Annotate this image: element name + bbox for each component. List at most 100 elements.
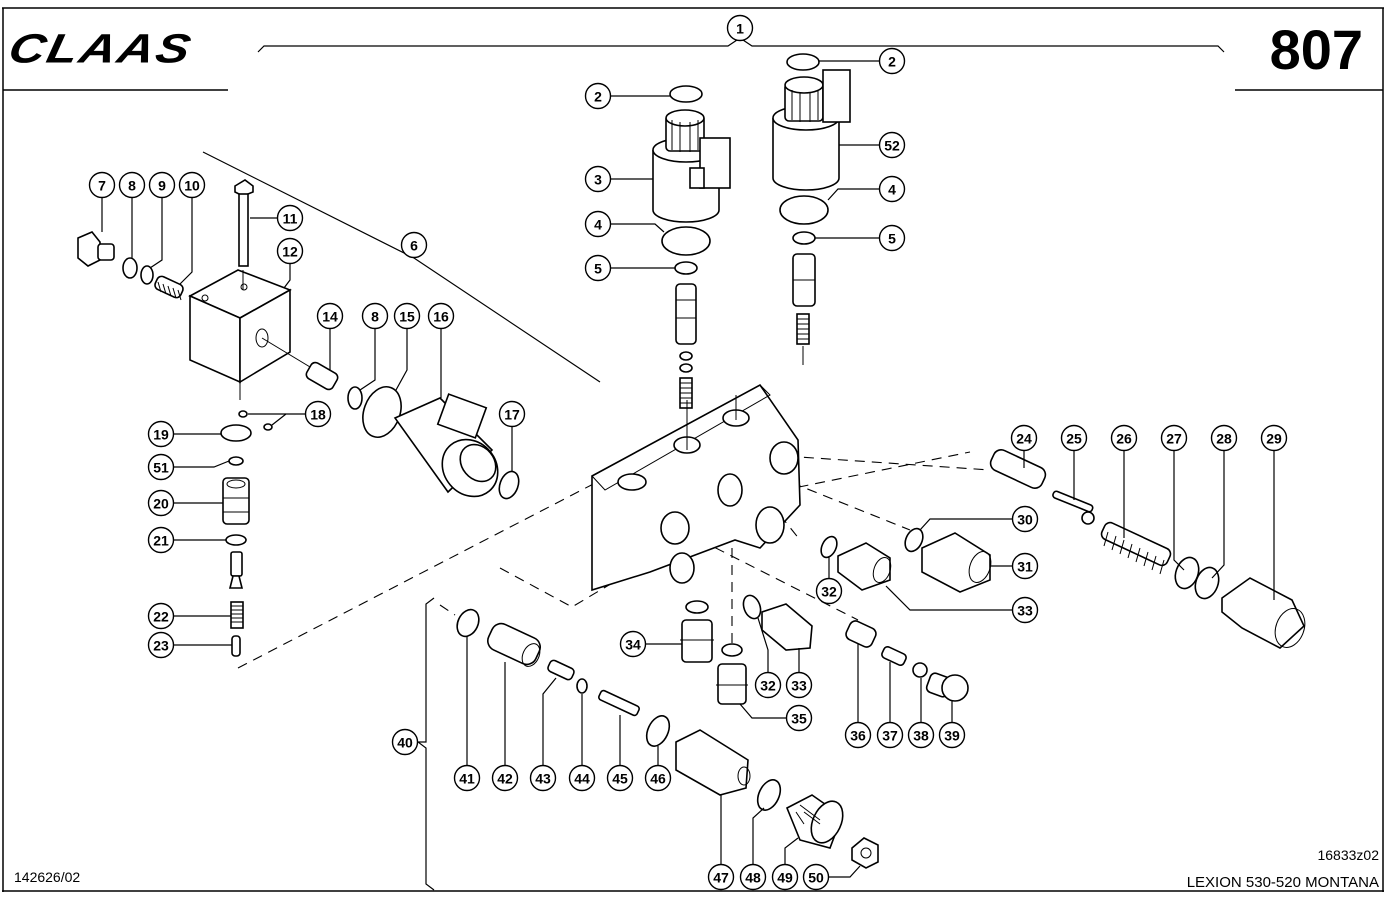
callout-43[interactable]: 43 bbox=[529, 764, 557, 792]
bolt-11 bbox=[234, 179, 254, 290]
callout-32[interactable]: 32 bbox=[815, 577, 843, 605]
callout-circle bbox=[815, 577, 843, 605]
callout-label: 14 bbox=[322, 309, 338, 325]
callout-label: 32 bbox=[821, 584, 837, 600]
callout-circle bbox=[1110, 424, 1138, 452]
callout-30[interactable]: 30 bbox=[1011, 505, 1039, 533]
callout-33[interactable]: 33 bbox=[785, 671, 813, 699]
callout-28[interactable]: 28 bbox=[1210, 424, 1238, 452]
callout-32[interactable]: 32 bbox=[754, 671, 782, 699]
callout-14[interactable]: 14 bbox=[316, 302, 344, 330]
callout-circle bbox=[391, 728, 419, 756]
main-valve-block bbox=[591, 383, 801, 592]
callout-label: 9 bbox=[158, 178, 166, 194]
callout-5[interactable]: 5 bbox=[584, 254, 612, 282]
callout-45[interactable]: 45 bbox=[606, 764, 634, 792]
callout-20[interactable]: 20 bbox=[147, 489, 175, 517]
callout-circle bbox=[771, 863, 799, 891]
seal-ring-34 bbox=[685, 600, 709, 614]
callout-9[interactable]: 9 bbox=[148, 171, 176, 199]
callout-3[interactable]: 3 bbox=[584, 165, 612, 193]
callout-circle bbox=[393, 302, 421, 330]
callout-6[interactable]: 6 bbox=[400, 231, 428, 259]
callout-12[interactable]: 12 bbox=[276, 237, 304, 265]
callout-circle bbox=[147, 526, 175, 554]
seal-ring-21 bbox=[225, 534, 247, 546]
callout-47[interactable]: 47 bbox=[707, 863, 735, 891]
nut-50 bbox=[851, 837, 879, 869]
callout-1[interactable]: 1 bbox=[726, 14, 754, 42]
callout-label: 27 bbox=[1166, 431, 1182, 447]
leader-lines bbox=[101, 60, 1275, 878]
callout-2[interactable]: 2 bbox=[584, 82, 612, 110]
callout-29[interactable]: 29 bbox=[1260, 424, 1288, 452]
callout-circle bbox=[802, 863, 830, 891]
callout-circle bbox=[878, 131, 906, 159]
callout-50[interactable]: 50 bbox=[802, 863, 830, 891]
callout-51[interactable]: 51 bbox=[147, 453, 175, 481]
callout-4[interactable]: 4 bbox=[584, 210, 612, 238]
callout-25[interactable]: 25 bbox=[1060, 424, 1088, 452]
callout-19[interactable]: 19 bbox=[147, 420, 175, 448]
callout-10[interactable]: 10 bbox=[178, 171, 206, 199]
callout-48[interactable]: 48 bbox=[739, 863, 767, 891]
callout-17[interactable]: 17 bbox=[498, 400, 526, 428]
callout-31[interactable]: 31 bbox=[1011, 552, 1039, 580]
callout-52[interactable]: 52 bbox=[878, 131, 906, 159]
callout-circle bbox=[584, 82, 612, 110]
callout-35[interactable]: 35 bbox=[785, 704, 813, 732]
callout-11[interactable]: 11 bbox=[276, 204, 304, 232]
callout-15[interactable]: 15 bbox=[393, 302, 421, 330]
callout-36[interactable]: 36 bbox=[844, 721, 872, 749]
callout-40[interactable]: 40 bbox=[391, 728, 419, 756]
callout-16[interactable]: 16 bbox=[427, 302, 455, 330]
callout-46[interactable]: 46 bbox=[644, 764, 672, 792]
callout-38[interactable]: 38 bbox=[907, 721, 935, 749]
callout-24[interactable]: 24 bbox=[1010, 424, 1038, 452]
callout-8[interactable]: 8 bbox=[361, 302, 389, 330]
callout-label: 3 bbox=[594, 172, 602, 188]
callout-37[interactable]: 37 bbox=[876, 721, 904, 749]
callout-circle bbox=[1011, 552, 1039, 580]
callout-23[interactable]: 23 bbox=[147, 631, 175, 659]
drawing-reference: 16833z02 bbox=[1317, 847, 1379, 863]
sleeve-24 bbox=[989, 449, 1047, 489]
callout-label: 8 bbox=[371, 309, 379, 325]
seal-ring-4a bbox=[661, 226, 711, 256]
callout-5[interactable]: 5 bbox=[878, 224, 906, 252]
callout-circle bbox=[568, 764, 596, 792]
sensor-14 bbox=[305, 361, 339, 391]
callout-circle bbox=[785, 671, 813, 699]
callout-27[interactable]: 27 bbox=[1160, 424, 1188, 452]
callout-label: 10 bbox=[184, 178, 200, 194]
callout-circle bbox=[707, 863, 735, 891]
callout-label: 42 bbox=[497, 771, 513, 787]
ring-41 bbox=[456, 608, 480, 638]
callout-26[interactable]: 26 bbox=[1110, 424, 1138, 452]
callout-circle bbox=[619, 630, 647, 658]
callout-18[interactable]: 18 bbox=[304, 400, 332, 428]
callout-39[interactable]: 39 bbox=[938, 721, 966, 749]
callout-34[interactable]: 34 bbox=[619, 630, 647, 658]
callout-label: 2 bbox=[594, 89, 602, 105]
callout-label: 34 bbox=[625, 637, 641, 653]
fitting-47 bbox=[675, 729, 751, 796]
seal-ring-35 bbox=[721, 643, 743, 657]
callout-41[interactable]: 41 bbox=[453, 764, 481, 792]
callout-22[interactable]: 22 bbox=[147, 602, 175, 630]
seal-18a bbox=[238, 410, 248, 418]
callout-42[interactable]: 42 bbox=[491, 764, 519, 792]
callout-4[interactable]: 4 bbox=[878, 175, 906, 203]
callout-21[interactable]: 21 bbox=[147, 526, 175, 554]
callout-44[interactable]: 44 bbox=[568, 764, 596, 792]
callout-33[interactable]: 33 bbox=[1011, 596, 1039, 624]
spool-52-stack bbox=[792, 253, 816, 365]
solenoid-3 bbox=[652, 85, 731, 223]
callout-7[interactable]: 7 bbox=[88, 171, 116, 199]
seal-ring-32a bbox=[820, 535, 838, 559]
callout-49[interactable]: 49 bbox=[771, 863, 799, 891]
callout-8[interactable]: 8 bbox=[118, 171, 146, 199]
callout-2[interactable]: 2 bbox=[878, 47, 906, 75]
callout-circle bbox=[844, 721, 872, 749]
